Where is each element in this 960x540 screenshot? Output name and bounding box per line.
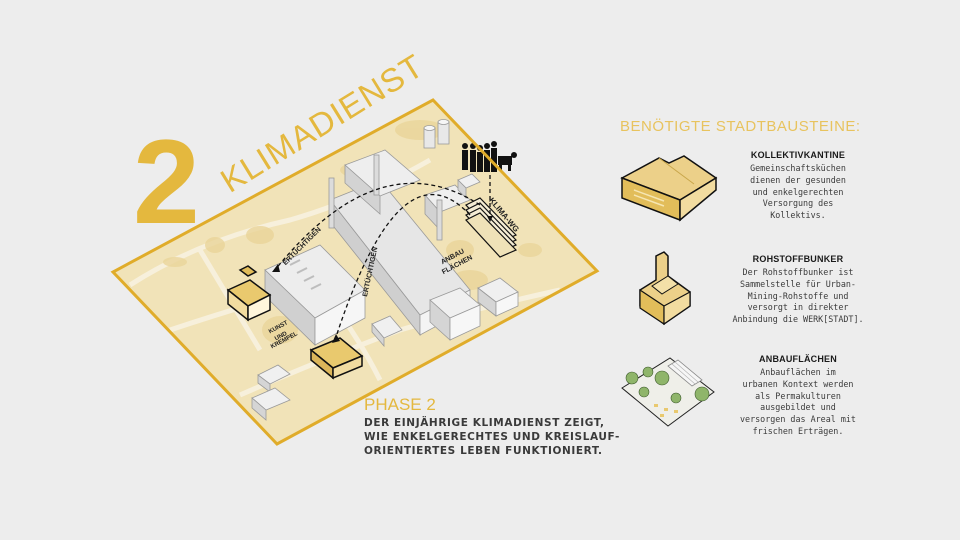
site-frame — [110, 98, 600, 446]
text-line: als Permakulturen — [755, 390, 841, 401]
text-line: und enkelgerechten — [752, 186, 844, 197]
phase-description: PHASE 2 DER EINJÄHRIGE KLIMADIENST ZEIGT… — [364, 396, 620, 458]
text-line: Anbindung die WERK[STADT]. — [732, 314, 864, 325]
block-title: ANBAUFLÄCHEN — [759, 354, 837, 364]
kollektivkantine-icon — [620, 155, 718, 222]
industrial-buildings — [251, 119, 519, 421]
arrow-heads — [272, 216, 493, 343]
text-line: Sammelstelle für Urban- — [740, 278, 856, 289]
phase-title: PHASE 2 — [364, 395, 436, 414]
text-line: Mining-Rohstoffe und — [747, 290, 849, 301]
phase-body: DER EINJÄHRIGE KLIMADIENST ZEIGT, WIE EN… — [364, 416, 620, 458]
people-silhouettes — [462, 141, 517, 172]
text-line: Gemeinschaftsküchen — [750, 163, 846, 173]
text-line: versorgen das Areal mit — [740, 414, 856, 425]
rohstoffbunker-icon — [639, 251, 691, 326]
block-rohstoffbunker: ROHSTOFFBUNKER Der Rohstoffbunker ist Sa… — [718, 254, 878, 326]
block-text: Gemeinschaftsküchen dienen der gesunden … — [718, 163, 878, 222]
phase-number: 2 — [133, 115, 200, 249]
anbauflaechen-icon — [621, 357, 715, 427]
text-line: urbanen Kontext werden — [742, 378, 854, 389]
kollektivkantine-building — [309, 337, 364, 380]
block-text: Der Rohstoffbunker ist Sammelstelle für … — [718, 267, 878, 326]
phase-line: ORIENTIERTES LEBEN FUNKTIONIERT. — [364, 445, 603, 457]
building-blocks-heading: BENÖTIGTE STADTBAUSTEINE: — [620, 118, 861, 135]
phase-line: WIE ENKELGERECHTES UND KREISLAUF- — [364, 431, 620, 443]
text-line: frischen Erträgen. — [752, 425, 844, 436]
block-kollektivkantine: KOLLEKTIVKANTINE Gemeinschaftsküchen die… — [718, 150, 878, 222]
text-line: Kollektivs. — [770, 210, 826, 221]
text-line: Anbauflächen im — [760, 367, 836, 377]
block-title: KOLLEKTIVKANTINE — [750, 150, 846, 160]
rohstoffbunker-building — [226, 265, 272, 322]
text-line: dienen der gesunden — [750, 174, 846, 185]
text-line: ausgebildet und — [760, 402, 836, 413]
arrow-paths — [274, 175, 491, 341]
site-ground — [113, 100, 597, 444]
text-line: Der Rohstoffbunker ist — [742, 267, 854, 277]
phase-line: DER EINJÄHRIGE KLIMADIENST ZEIGT, — [364, 417, 605, 429]
block-title: ROHSTOFFBUNKER — [752, 254, 844, 264]
block-text: Anbauflächen im urbanen Kontext werden a… — [718, 367, 878, 438]
text-line: versorgt in direkter — [747, 302, 849, 313]
text-line: Versorgung des — [762, 198, 834, 209]
block-anbauflaechen: ANBAUFLÄCHEN Anbauflächen im urbanen Kon… — [718, 354, 878, 438]
